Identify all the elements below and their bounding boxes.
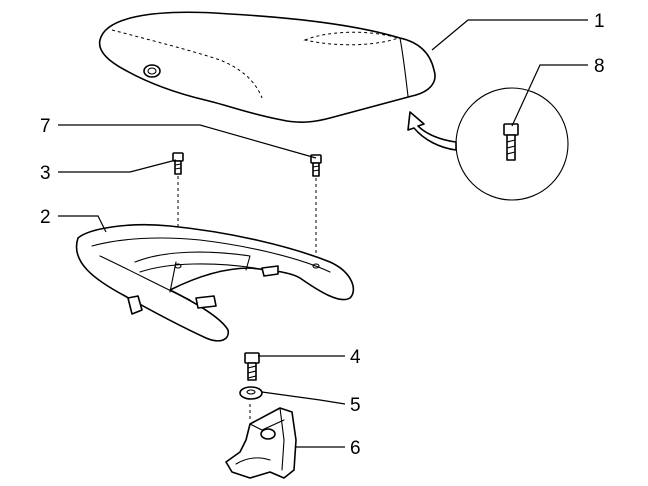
- rack-part-2: [75, 223, 355, 342]
- bolt-part-3: [172, 152, 184, 262]
- callout-3: 3: [40, 163, 51, 184]
- detail-circle-8: [455, 87, 569, 201]
- leader-lines: [58, 19, 588, 448]
- callout-6: 6: [350, 438, 361, 459]
- seat-part-1: [98, 11, 436, 123]
- washer-part-5: [239, 386, 263, 400]
- bracket-part-6: [225, 404, 297, 479]
- bolt-part-7: [310, 154, 322, 262]
- callout-7: 7: [40, 116, 51, 137]
- callout-labels: 1 8 7 3 2 4 5 6: [40, 11, 605, 459]
- detail-arrow: [407, 111, 457, 151]
- callout-8: 8: [594, 56, 605, 77]
- bolt-part-4: [244, 352, 260, 381]
- callout-5: 5: [350, 395, 361, 416]
- callout-1: 1: [594, 11, 605, 32]
- callout-2: 2: [40, 207, 51, 228]
- callout-4: 4: [350, 347, 361, 368]
